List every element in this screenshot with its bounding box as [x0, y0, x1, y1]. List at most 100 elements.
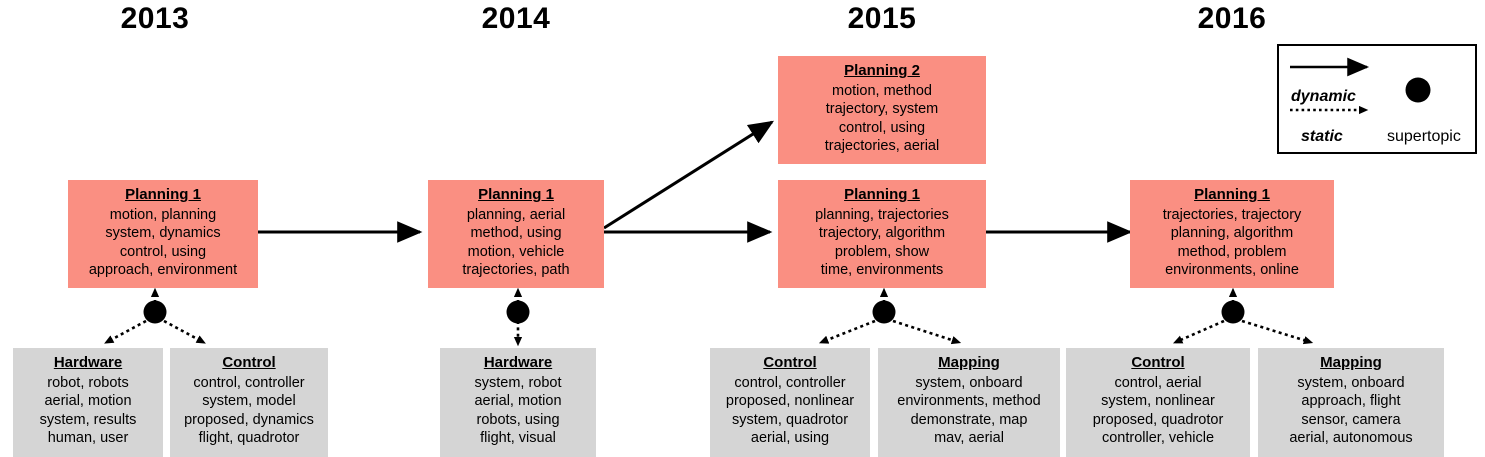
word-line: proposed, quadrotor [1092, 411, 1224, 428]
year-header-2015: 2015 [847, 2, 917, 35]
word-line: approach, flight [1301, 393, 1401, 409]
word-line: planning, aerial [466, 206, 566, 223]
static-arrow-2016-control [1172, 319, 1225, 344]
word-line: method, problem [1177, 243, 1287, 260]
word-line: trajectories, aerial [824, 138, 940, 154]
subtopic-box-2016-mapping[interactable]: Mapping system, onboard approach, flight… [1258, 348, 1444, 457]
year-header-2014: 2014 [481, 2, 551, 35]
supertopic-box-2014-planning1[interactable]: Planning 1 planning, aerial method, usin… [428, 180, 604, 288]
supertopic-words: planning, trajectories trajectory, algor… [784, 206, 980, 280]
static-arrow-2015-mapping [892, 319, 962, 345]
subtopic-title: Control [763, 354, 817, 371]
legend-dynamic-label: dynamic [1291, 88, 1356, 105]
static-arrow-2015-control [818, 319, 876, 344]
subtopic-box-2014-hardware[interactable]: Hardware system, robot aerial, motion ro… [440, 348, 596, 457]
word-line: proposed, dynamics [184, 411, 314, 428]
word-line: motion, vehicle [467, 243, 565, 260]
word-line: robot, robots [47, 374, 129, 391]
word-line: controller, vehicle [1101, 430, 1215, 446]
word-line: motion, planning [109, 206, 217, 223]
word-line: aerial, using [750, 430, 830, 446]
word-line: trajectories, trajectory [1162, 206, 1302, 223]
word-line: problem, show [834, 243, 930, 260]
word-line: system, quadrotor [731, 411, 849, 428]
word-line: control, using [119, 243, 207, 260]
dynamic-arrow-2014-planning2 [603, 120, 775, 230]
word-line: human, user [47, 430, 129, 446]
word-line: time, environments [820, 262, 944, 278]
word-line: mav, aerial [934, 430, 1004, 446]
static-arrow-2013-control [163, 319, 206, 344]
word-line: system, onboard [915, 374, 1023, 391]
supertopic-node-2015 [872, 300, 896, 324]
word-line: motion, method [832, 82, 932, 99]
word-line: aerial, autonomous [1289, 430, 1413, 446]
supertopic-words: trajectories, trajectory planning, algor… [1136, 206, 1328, 280]
word-line: system, onboard [1297, 374, 1405, 391]
subtopic-title: Hardware [53, 354, 123, 371]
subtopic-box-2015-control[interactable]: Control control, controller proposed, no… [710, 348, 870, 457]
subtopic-title: Control [222, 354, 276, 371]
supertopic-title: Planning 1 [125, 186, 201, 203]
supertopic-box-2015-planning2[interactable]: Planning 2 motion, method trajectory, sy… [778, 56, 986, 164]
subtopic-title: Control [1131, 354, 1185, 371]
subtopic-words: system, robot aerial, motion robots, usi… [446, 374, 590, 448]
subtopic-title: Mapping [1320, 354, 1382, 371]
subtopic-title: Hardware [483, 354, 553, 371]
supertopic-words: planning, aerial method, using motion, v… [434, 206, 598, 280]
subtopic-box-2015-mapping[interactable]: Mapping system, onboard environments, me… [878, 348, 1060, 457]
subtopic-words: system, onboard approach, flight sensor,… [1264, 374, 1438, 448]
supertopic-title: Planning 1 [844, 186, 920, 203]
word-line: trajectory, algorithm [818, 225, 946, 241]
subtopic-box-2013-hardware[interactable]: Hardware robot, robots aerial, motion sy… [13, 348, 163, 457]
supertopic-box-2016-planning1[interactable]: Planning 1 trajectories, trajectory plan… [1130, 180, 1334, 288]
word-line: trajectory, system [825, 101, 939, 117]
legend-supertopic-label: supertopic [1387, 128, 1461, 145]
supertopic-title: Planning 2 [844, 62, 920, 79]
word-line: planning, algorithm [1170, 225, 1294, 241]
subtopic-words: control, controller system, model propos… [176, 374, 322, 448]
word-line: control, aerial [1114, 374, 1202, 391]
supertopic-words: motion, planning system, dynamics contro… [74, 206, 252, 280]
year-header-2013: 2013 [120, 2, 190, 35]
supertopic-node-2013 [143, 300, 167, 324]
word-line: system, robot [474, 374, 562, 391]
subtopic-words: robot, robots aerial, motion system, res… [19, 374, 157, 448]
word-line: planning, trajectories [815, 206, 949, 223]
word-line: control, using [838, 119, 926, 136]
word-line: proposed, nonlinear [725, 393, 855, 409]
legend-supertopic-dot [1405, 77, 1431, 103]
word-line: control, controller [193, 374, 305, 391]
word-line: flight, quadrotor [198, 430, 300, 446]
word-line: flight, visual [480, 430, 556, 446]
supertopic-box-2015-planning1[interactable]: Planning 1 planning, trajectories trajec… [778, 180, 986, 288]
supertopic-node-2014 [506, 300, 530, 324]
supertopic-words: motion, method trajectory, system contro… [784, 82, 980, 156]
word-line: method, using [470, 225, 562, 241]
subtopic-words: system, onboard environments, method dem… [884, 374, 1054, 448]
subtopic-box-2016-control[interactable]: Control control, aerial system, nonlinea… [1066, 348, 1250, 457]
word-line: system, nonlinear [1101, 393, 1215, 409]
word-line: approach, environment [88, 262, 238, 278]
supertopic-box-2013-planning1[interactable]: Planning 1 motion, planning system, dyna… [68, 180, 258, 288]
word-line: control, controller [734, 374, 846, 391]
word-line: environments, method [897, 393, 1041, 409]
word-line: robots, using [476, 411, 560, 428]
subtopic-words: control, aerial system, nonlinear propos… [1072, 374, 1244, 448]
subtopic-words: control, controller proposed, nonlinear … [716, 374, 864, 448]
legend-static-label: static [1301, 128, 1343, 145]
word-line: system, dynamics [105, 225, 221, 241]
word-line: aerial, motion [44, 393, 132, 409]
word-line: demonstrate, map [910, 411, 1028, 428]
word-line: system, model [202, 393, 296, 409]
subtopic-box-2013-control[interactable]: Control control, controller system, mode… [170, 348, 328, 457]
word-line: sensor, camera [1301, 411, 1401, 428]
supertopic-title: Planning 1 [1194, 186, 1270, 203]
subtopic-title: Mapping [938, 354, 1000, 371]
legend-panel: dynamic static supertopic [1277, 44, 1477, 154]
word-line: system, results [39, 411, 137, 428]
word-line: aerial, motion [474, 393, 562, 409]
static-arrow-2016-mapping [1241, 319, 1314, 345]
static-arrow-2013-hardware [104, 319, 147, 344]
